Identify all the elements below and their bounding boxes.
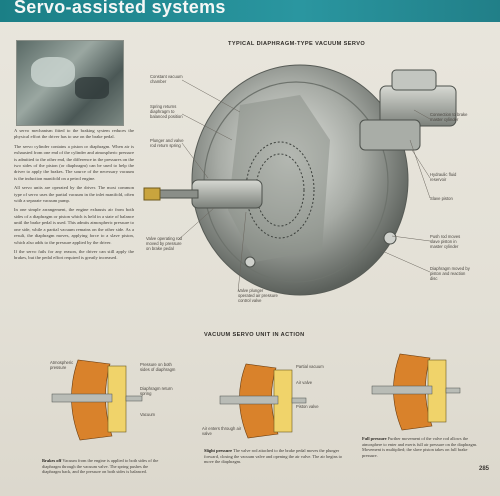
label-pressure-both: Pressure on both sides of diaphragm bbox=[140, 362, 176, 372]
title-band: Servo-assisted systems bbox=[0, 0, 500, 22]
valve-rod bbox=[371, 385, 433, 395]
label-push-rod: Push rod moves slave piston in master cy… bbox=[430, 234, 461, 249]
label-vacuum: Vacuum bbox=[140, 412, 156, 417]
slave-rod bbox=[445, 387, 461, 394]
engine-photo bbox=[16, 40, 124, 126]
label-valve-operating: Valve operating rod moved by pressure on… bbox=[146, 236, 183, 251]
caption-title: Full pressure bbox=[362, 436, 387, 441]
label-air-valve: Air valve bbox=[296, 380, 313, 385]
main-diagram-heading: TYPICAL DIAPHRAGM-TYPE VACUUM SERVO bbox=[228, 41, 366, 47]
diaphragm-spring bbox=[255, 153, 305, 227]
label-diaphragm-spring: Diaphragm return spring bbox=[140, 386, 173, 396]
caption-text: The valve rod attached to the brake peda… bbox=[204, 448, 343, 465]
label-partial-vacuum: Partial vacuum bbox=[296, 364, 324, 369]
label-valve-plunger: Valve plunger operated air pressure cont… bbox=[238, 288, 278, 303]
slave-rod bbox=[125, 395, 143, 402]
label-constant-vacuum: Constant vacuum chamber bbox=[150, 74, 183, 84]
caption-title: Brakes off bbox=[42, 458, 62, 463]
intro-paragraph: All servo units are operated by the driv… bbox=[14, 185, 134, 204]
mounting-bolt bbox=[244, 256, 256, 268]
label-connection: Connection to brake master cylinder bbox=[430, 112, 468, 122]
pedal-clevis bbox=[143, 187, 161, 201]
intro-paragraph: If the servo fails for any reason, the d… bbox=[14, 248, 134, 261]
label-fluid-reservoir: Hydraulic fluid reservoir bbox=[430, 172, 457, 182]
label-spring-returns: Spring returns diaphragm to balanced pos… bbox=[150, 104, 183, 119]
slave-cylinder bbox=[359, 119, 421, 151]
action-heading: VACUUM SERVO UNIT IN ACTION bbox=[204, 332, 305, 338]
label-air-enters: Air enters through air valve bbox=[202, 426, 242, 436]
caption-brakes-off: Brakes off Vacuum from the engine is app… bbox=[42, 458, 162, 475]
intro-paragraph: In one simple arrangement, the engine ex… bbox=[14, 207, 134, 245]
caption-text: Vacuum from the engine is applied to bot… bbox=[42, 458, 159, 475]
label-plunger: Plunger and valve rod return spring bbox=[150, 138, 184, 148]
intro-paragraph: The servo cylinder contains a piston or … bbox=[14, 143, 134, 181]
caption-slight-pressure: Slight pressure The valve rod attached t… bbox=[204, 448, 344, 465]
caption-title: Slight pressure bbox=[204, 448, 233, 453]
page-title: Servo-assisted systems bbox=[14, 0, 226, 17]
servo-cut-section bbox=[228, 95, 330, 262]
label-diaphragm-moved: Diaphragm moved by piston and reaction d… bbox=[430, 266, 470, 281]
mounting-bolt bbox=[383, 231, 397, 245]
slave-rod bbox=[291, 397, 307, 404]
label-piston-valve: Piston valve bbox=[296, 404, 319, 409]
photo-shadow bbox=[75, 77, 109, 99]
valve-rod bbox=[51, 393, 113, 403]
valve-rod bbox=[219, 395, 279, 405]
slight-pressure-diagram bbox=[219, 363, 307, 439]
full-pressure-diagram bbox=[371, 353, 461, 431]
brakes-off-diagram bbox=[51, 359, 143, 441]
label-atmospheric: Atmospheric pressure bbox=[50, 360, 74, 370]
page-number: 285 bbox=[479, 466, 490, 472]
caption-full-pressure: Full pressure Further movement of the va… bbox=[362, 436, 480, 458]
photo-highlight bbox=[31, 57, 75, 87]
intro-text: A servo mechanism fitted to the braking … bbox=[14, 128, 134, 378]
label-slave-piston: Slave piston bbox=[430, 196, 453, 201]
caption-text: Further movement of the valve rod allows… bbox=[362, 436, 478, 458]
intro-paragraph: A servo mechanism fitted to the braking … bbox=[14, 128, 134, 140]
fluid-reservoir bbox=[391, 69, 437, 91]
